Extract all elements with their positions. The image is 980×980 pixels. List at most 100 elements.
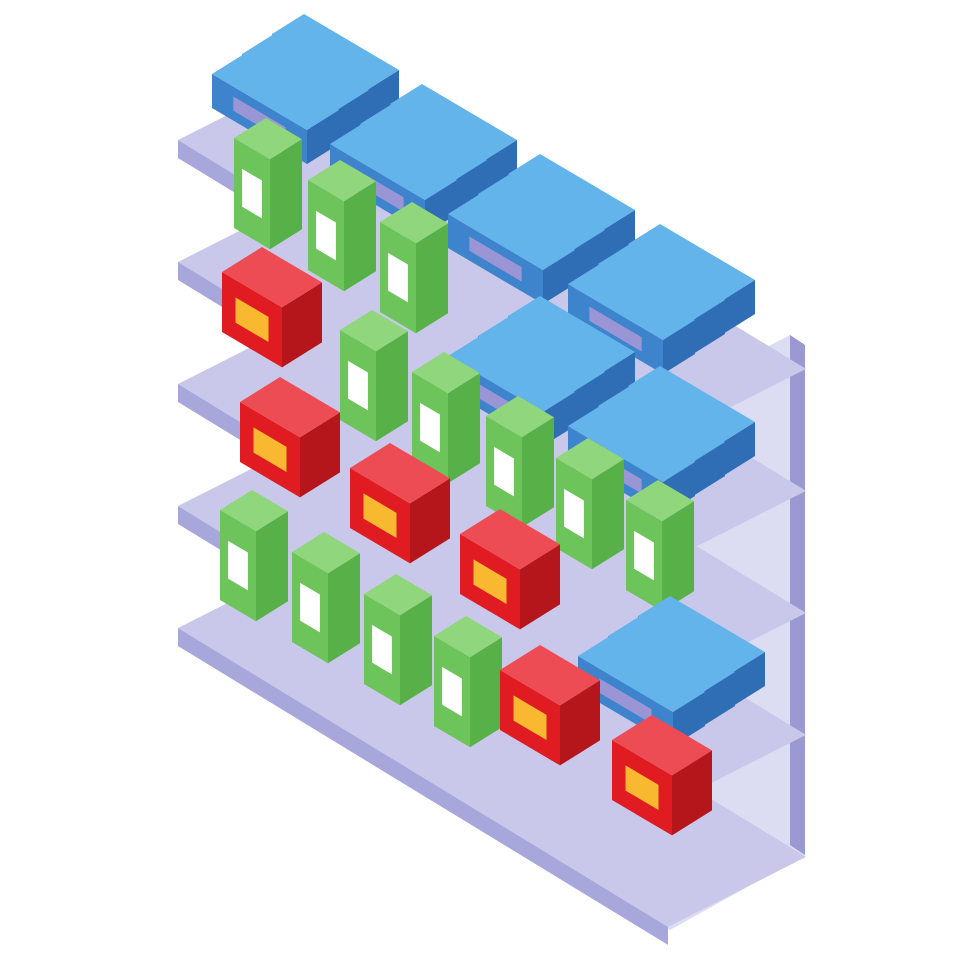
green-box-top [434, 616, 502, 658]
green-box-label [634, 530, 654, 581]
blue-box-side [337, 90, 369, 145]
blue-box-side [693, 442, 725, 497]
red-box-top [222, 247, 322, 308]
green-box-label [388, 252, 408, 303]
blue-box-side [455, 160, 487, 215]
green-box-label [372, 624, 392, 675]
blue-box-side [723, 422, 755, 477]
blue-box-top [330, 124, 457, 201]
green-box-top [486, 396, 554, 438]
green-box-label [420, 402, 440, 453]
blue-box-label [589, 306, 642, 352]
green-box-top [626, 480, 694, 522]
blue-box-top [508, 154, 635, 231]
green-box-side [470, 637, 502, 748]
blue-box-top [598, 244, 725, 321]
green-box-icon [234, 118, 302, 250]
green-box-side [592, 459, 624, 570]
red-box-top [350, 443, 450, 504]
green-box-top [340, 310, 408, 352]
green-box-icon [364, 574, 432, 706]
blue-box-top [508, 296, 635, 373]
red-box-top [500, 645, 600, 706]
green-box-label [300, 582, 320, 633]
red-box-label [253, 427, 287, 473]
blue-box-side [573, 372, 605, 427]
red-box-side [520, 544, 560, 630]
shelf-items [212, 14, 765, 836]
green-box-label [442, 666, 462, 717]
red-box-top [612, 715, 712, 776]
blue-box-top [598, 386, 725, 463]
blue-box-side [603, 352, 635, 407]
green-box-side [344, 181, 376, 292]
green-box-side [416, 223, 448, 334]
blue-box-top [448, 336, 575, 413]
blue-box-top [578, 636, 705, 713]
red-box-side [560, 680, 600, 766]
green-box-top [380, 202, 448, 244]
blue-box-top [608, 616, 735, 693]
blue-box-label [469, 236, 522, 282]
red-box-icon [460, 509, 560, 630]
blue-box-top [448, 194, 575, 271]
red-box-label [235, 297, 269, 343]
blue-box-icon [568, 264, 695, 375]
red-box-label [473, 559, 507, 605]
blue-box-top [360, 104, 487, 181]
red-box-top [240, 377, 340, 438]
red-box-side [300, 412, 340, 498]
green-box-top [412, 352, 480, 394]
green-box-side [270, 139, 302, 250]
green-box-icon [308, 160, 376, 292]
blue-box-side [663, 320, 695, 375]
green-box-icon [556, 438, 624, 570]
blue-box-icon [448, 194, 575, 305]
green-box-label [316, 210, 336, 261]
green-box-top [556, 438, 624, 480]
blue-box-label [599, 678, 652, 724]
blue-box-top [568, 406, 695, 483]
green-box-side [400, 595, 432, 706]
blue-box-side [573, 230, 605, 285]
blue-box-side [693, 300, 725, 355]
blue-box-side [703, 672, 735, 727]
green-box-icon [380, 202, 448, 334]
blue-box-side [723, 280, 755, 335]
red-box-side [282, 282, 322, 368]
blue-box-side [307, 110, 339, 165]
green-box-icon [412, 352, 480, 484]
shelf-board-front [178, 628, 668, 945]
green-box-side [448, 373, 480, 484]
red-box-label [363, 493, 397, 539]
green-box-top [292, 532, 360, 574]
green-box-side [256, 511, 288, 622]
blue-box-top [390, 84, 517, 161]
red-box-icon [222, 247, 322, 368]
blue-box-side [603, 210, 635, 265]
green-box-side [662, 501, 694, 612]
blue-box-top [628, 366, 755, 443]
green-box-label [494, 446, 514, 497]
red-box-icon [612, 715, 712, 836]
shelf-side-edge [790, 335, 805, 855]
red-box-side [410, 478, 450, 564]
green-box-icon [434, 616, 502, 748]
green-box-icon [220, 490, 288, 622]
green-box-side [328, 553, 360, 664]
green-box-side [376, 331, 408, 442]
green-box-top [308, 160, 376, 202]
red-box-icon [240, 377, 340, 498]
green-box-top [234, 118, 302, 160]
green-box-label [242, 168, 262, 219]
blue-box-top [242, 34, 369, 111]
blue-box-top [628, 224, 755, 301]
blue-box-top [568, 264, 695, 341]
green-box-label [564, 488, 584, 539]
blue-box-top [212, 54, 339, 131]
red-box-side [672, 750, 712, 836]
blue-box-side [733, 652, 765, 707]
green-box-icon [292, 532, 360, 664]
blue-box-side [485, 140, 517, 195]
